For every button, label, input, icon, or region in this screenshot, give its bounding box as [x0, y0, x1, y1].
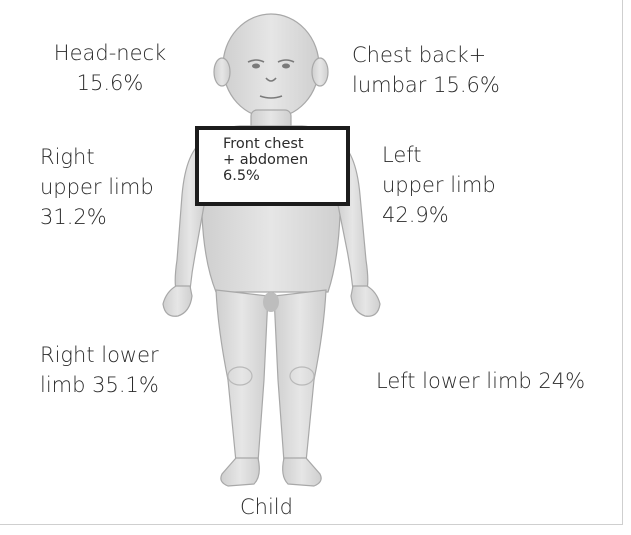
- left-hand-shape: [351, 286, 380, 316]
- head-shape: [223, 14, 319, 118]
- right-hand-shape: [163, 286, 192, 316]
- head-neck-label: Head-neck 15.6%: [40, 38, 180, 98]
- front-chest-abdomen-label: Front chest + abdomen 6.5%: [223, 136, 346, 184]
- left-upper-limb-label: Left upper limb 42.9%: [382, 140, 496, 230]
- figure-caption: Child: [240, 492, 293, 522]
- right-foot-shape: [221, 458, 259, 486]
- right-ear-shape: [312, 58, 328, 86]
- right-leg-shape: [216, 290, 268, 462]
- right-upper-limb-label: Right upper limb 31.2%: [40, 142, 154, 232]
- left-foot-shape: [283, 458, 321, 486]
- right-lower-limb-label: Right lower limb 35.1%: [40, 340, 159, 400]
- front-chest-abdomen-box: Front chest + abdomen 6.5%: [195, 126, 350, 206]
- left-lower-limb-label: Left lower limb 24%: [376, 366, 585, 396]
- chest-back-lumbar-label: Chest back+ lumbar 15.6%: [352, 40, 500, 100]
- left-leg-shape: [274, 290, 326, 462]
- left-ear-shape: [214, 58, 230, 86]
